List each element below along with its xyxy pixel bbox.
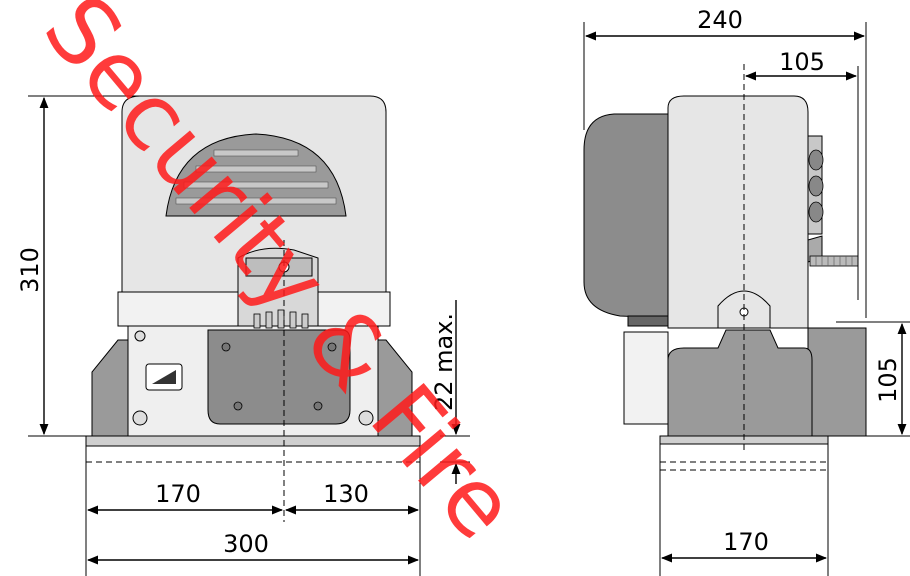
- front-left-shoulder: [91, 339, 133, 437]
- side-top-offset-label: 105: [779, 48, 825, 76]
- screw-icon: [221, 342, 231, 352]
- side-main-body: [667, 95, 809, 329]
- front-total-width-label: 300: [223, 530, 269, 558]
- front-height-label: 310: [16, 247, 44, 293]
- front-right-width-label: 130: [323, 480, 369, 508]
- side-lower-block: [807, 327, 867, 437]
- bolt-icon: [132, 410, 148, 426]
- screw-icon: [327, 342, 337, 352]
- side-view: 240 105 105 170: [583, 6, 910, 576]
- vent-slots: [175, 149, 337, 205]
- side-rear-cover: [583, 113, 669, 319]
- front-left-width-label: 170: [155, 480, 201, 508]
- front-view: 310 22 max. 170 130 300: [16, 95, 470, 576]
- side-total-depth-label: 240: [697, 6, 743, 34]
- side-lower-height-label: 105: [874, 357, 902, 403]
- foundation-clearance-label: 22 max.: [430, 313, 458, 411]
- watermark-text: Security & Fire: [23, 0, 537, 559]
- front-cover-plate: [207, 329, 351, 425]
- side-foundation-bracket: [667, 329, 813, 437]
- bolt-icon: [358, 410, 374, 426]
- screw-icon: [313, 401, 323, 411]
- vent-grille: [165, 133, 347, 217]
- pinion-gear-icon: [253, 309, 309, 329]
- front-right-shoulder: [371, 339, 413, 437]
- screw-icon: [233, 401, 243, 411]
- bolt-icon: [134, 330, 146, 342]
- side-control-box: [623, 331, 669, 425]
- side-base-width-label: 170: [723, 528, 769, 556]
